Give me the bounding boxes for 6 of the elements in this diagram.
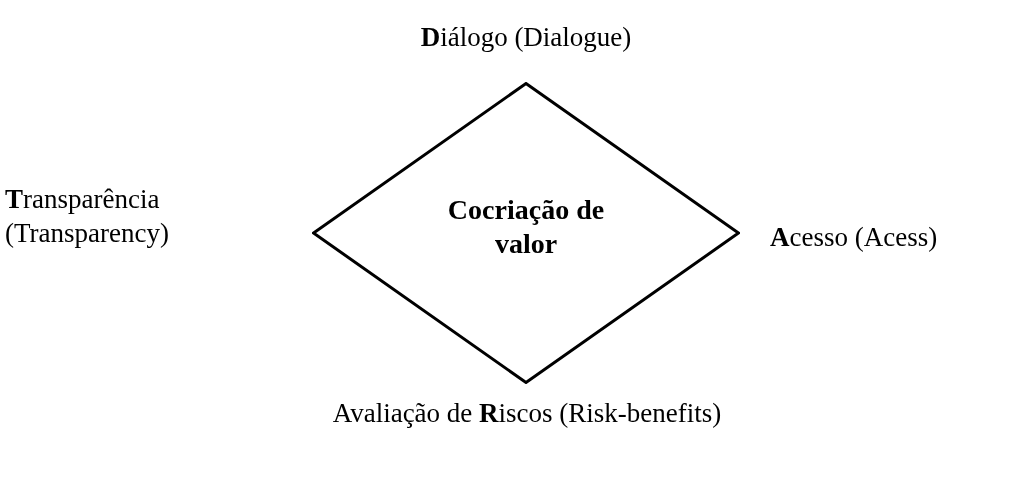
- dimension-label: Transparência (Transparency): [5, 183, 170, 250]
- center-label: Cocriação de valor: [446, 193, 606, 261]
- diamond-shape: [312, 82, 740, 384]
- dimension-label: Diálogo (Dialogue): [419, 21, 633, 54]
- dimension-label: Acesso (Acess): [770, 221, 939, 254]
- dimension-label: Avaliação de Riscos (Risk-benefits): [331, 397, 723, 430]
